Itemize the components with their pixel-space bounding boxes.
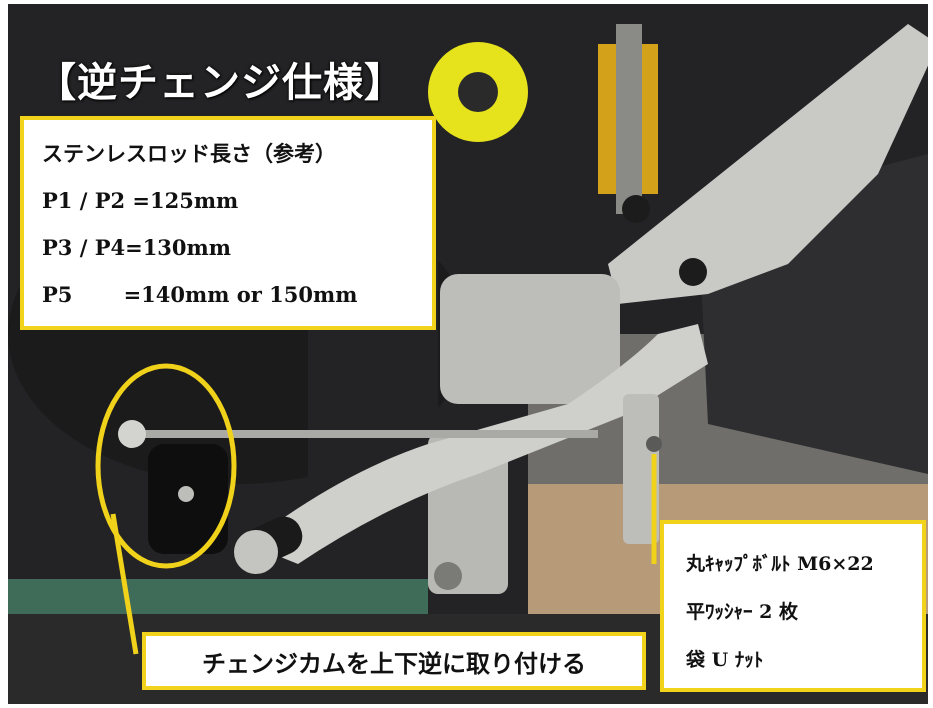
pedal-toe-tip <box>234 530 278 574</box>
change-cam-note: チェンジカムを上下逆に取り付ける <box>202 648 586 678</box>
bolt-parts-row: 丸ｷｬｯﾌﾟﾎﾞﾙﾄ M6×22 <box>686 553 874 575</box>
heel-plate-bolt-lower <box>679 258 707 286</box>
heel-plate-bolt-upper <box>622 195 650 223</box>
bolt-parts-row: 平ﾜｯｼｬｰ 2 枚 <box>686 601 798 623</box>
mount-plate <box>440 274 620 404</box>
photo-frame: 【逆チェンジ仕様】 ステンレスロッド長さ（参考） P1 / P2 =125mm … <box>8 4 928 704</box>
cam-callout-line <box>110 513 139 655</box>
shock-mount-center <box>458 72 498 112</box>
rod-length-callout: ステンレスロッド長さ（参考） P1 / P2 =125mm P3 / P4=13… <box>20 116 436 330</box>
bolt-parts-callout: 丸ｷｬｯﾌﾟﾎﾞﾙﾄ M6×22 平ﾜｯｼｬｰ 2 枚 袋 U ﾅｯﾄ <box>660 520 926 692</box>
rod-length-row: P3 / P4=130mm <box>42 235 231 260</box>
rod-end-left <box>118 420 146 448</box>
shock-body <box>616 24 642 214</box>
page-title: 【逆チェンジ仕様】 <box>36 59 405 106</box>
change-pedal-arm <box>248 324 708 564</box>
rod-end-bracket <box>623 394 659 544</box>
shift-rod <box>128 430 598 438</box>
lower-bracket-bolt <box>434 562 462 590</box>
bolt-parts-row: 袋 U ﾅｯﾄ <box>686 649 764 671</box>
change-cam-callout: チェンジカムを上下逆に取り付ける <box>142 632 646 690</box>
change-cam-bolt <box>178 486 194 502</box>
green-floor-strip <box>8 579 428 619</box>
rod-length-heading: ステンレスロッド長さ（参考） <box>42 141 336 166</box>
rod-end-bolt <box>646 436 662 452</box>
rod-length-row: P1 / P2 =125mm <box>42 188 239 213</box>
heel-plate <box>608 24 928 304</box>
change-cam-highlight-ellipse <box>95 363 237 569</box>
rod-length-row: P5 =140mm or 150mm <box>42 282 358 307</box>
